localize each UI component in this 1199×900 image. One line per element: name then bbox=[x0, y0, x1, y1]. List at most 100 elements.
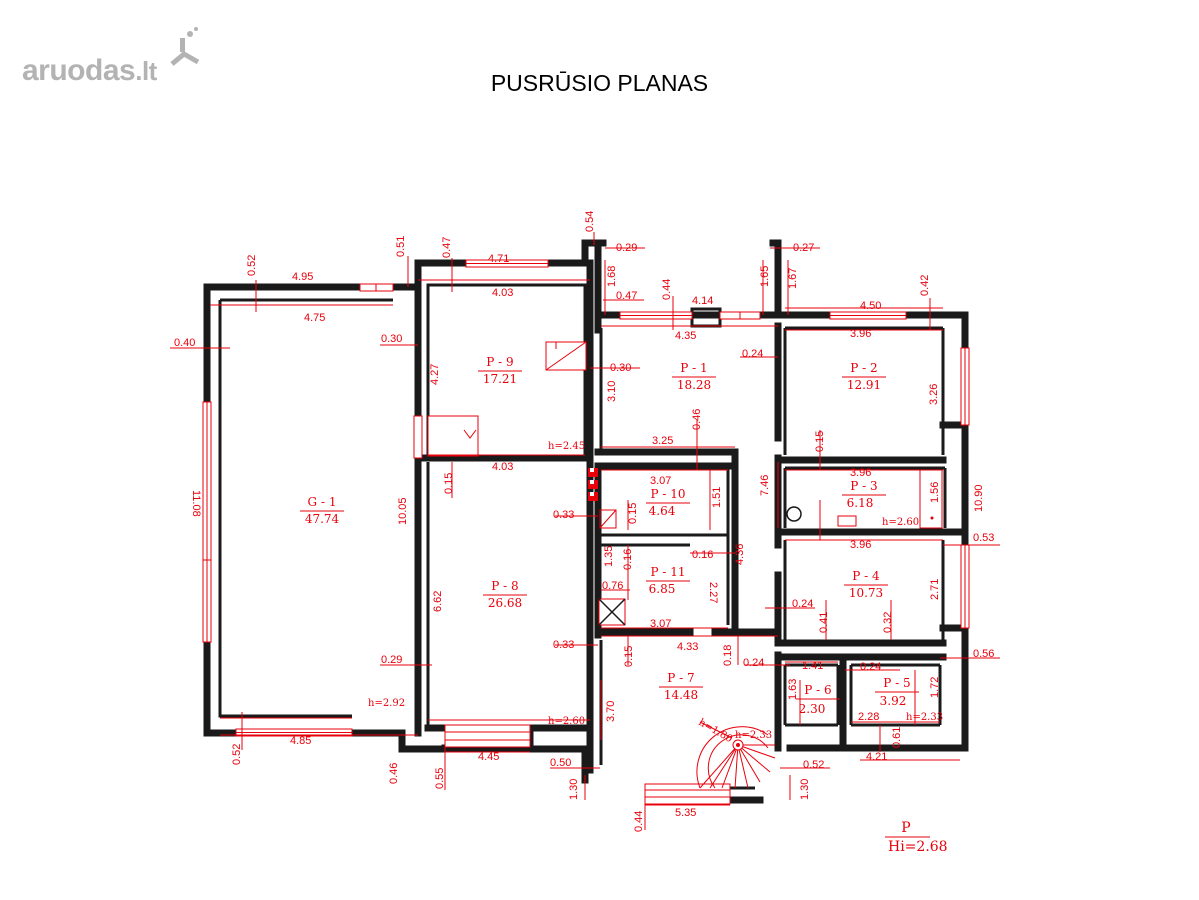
dim-label: 0.42 bbox=[919, 275, 931, 296]
dim-label: 0.30 bbox=[610, 362, 631, 374]
windows bbox=[202, 259, 970, 805]
dim-label: 4.95 bbox=[292, 271, 313, 283]
dimension-texts: 0.52 4.95 0.51 0.47 4.71 0.54 0.29 0.27 … bbox=[174, 211, 994, 832]
logo-tld: .lt bbox=[135, 56, 157, 86]
dim-label: 4.45 bbox=[478, 751, 499, 763]
fixtures bbox=[588, 468, 943, 789]
dim-label: 0.44 bbox=[633, 811, 645, 832]
dim-label: 1.68 bbox=[606, 266, 618, 287]
dim-label: 2.71 bbox=[929, 579, 941, 600]
room-code: P - 5 bbox=[883, 676, 910, 690]
dim-label: 0.53 bbox=[973, 532, 994, 544]
legend: P Hi=2.68 bbox=[885, 820, 948, 855]
room-area: 26.68 bbox=[488, 596, 522, 610]
dim-label: 4.33 bbox=[677, 641, 698, 653]
dim-label: 4.50 bbox=[860, 300, 881, 312]
room-labels: G - 1 47.74 P - 9 17.21 P - 1 18.28 P - … bbox=[300, 355, 919, 716]
dim-label: 1.41 bbox=[802, 660, 823, 672]
dim-label: 0.50 bbox=[550, 757, 571, 769]
room-code: P - 9 bbox=[486, 355, 513, 369]
room-code: P - 11 bbox=[650, 565, 685, 579]
room-code: P - 7 bbox=[667, 671, 694, 685]
dim-label: 3.25 bbox=[652, 435, 673, 447]
dim-label: 0.47 bbox=[616, 290, 637, 302]
dim-label: 4.27 bbox=[429, 364, 441, 385]
legend-letter: P bbox=[901, 820, 910, 836]
dim-label: 0.52 bbox=[231, 744, 243, 765]
dim-label: 0.29 bbox=[616, 242, 637, 254]
dim-label: 3.07 bbox=[650, 618, 671, 630]
dim-label: 2.27 bbox=[707, 582, 719, 603]
room-code: P - 8 bbox=[491, 579, 518, 593]
dim-label: 7.46 bbox=[759, 475, 771, 496]
room-area: 2.30 bbox=[799, 702, 826, 716]
dim-label: 0.16 bbox=[622, 549, 634, 570]
room-area: 12.91 bbox=[847, 378, 881, 392]
height-label: h=2.33 bbox=[735, 730, 772, 741]
spiral-stair bbox=[696, 721, 776, 789]
room-code: P - 2 bbox=[850, 361, 877, 375]
dim-label: 0.18 bbox=[722, 645, 734, 666]
dim-label: 3.10 bbox=[606, 381, 618, 402]
dim-label: 0.30 bbox=[381, 333, 402, 345]
aruodas-logo: aruodas.lt bbox=[22, 24, 212, 94]
dim-label: 1.72 bbox=[929, 677, 941, 698]
dim-label: 3.07 bbox=[650, 475, 671, 487]
height-label: h=2.92 bbox=[368, 698, 405, 709]
dim-label: 0.15 bbox=[814, 431, 826, 452]
dim-label: 0.32 bbox=[882, 612, 894, 633]
dim-label: 1.51 bbox=[711, 487, 723, 508]
dim-label: 0.47 bbox=[441, 237, 453, 258]
dim-label: 3.26 bbox=[928, 384, 940, 405]
legend-height: Hi=2.68 bbox=[888, 839, 948, 855]
dim-label: 1.63 bbox=[787, 679, 799, 700]
room-area: 14.48 bbox=[664, 688, 698, 702]
dim-label: 1.30 bbox=[568, 779, 580, 800]
height-label: h=2.33 bbox=[906, 712, 943, 723]
dim-label: 0.46 bbox=[691, 409, 703, 430]
dim-label: 0.24 bbox=[792, 598, 813, 610]
dim-label: 0.15 bbox=[627, 503, 639, 524]
dim-label: 0.54 bbox=[584, 211, 596, 232]
room-code: P - 3 bbox=[850, 479, 877, 493]
dim-label: 4.75 bbox=[304, 312, 325, 324]
dim-label: 4.85 bbox=[290, 735, 311, 747]
room-code: P - 4 bbox=[852, 569, 880, 583]
dim-label: 4.14 bbox=[692, 295, 713, 307]
dim-label: 0.51 bbox=[395, 236, 407, 257]
dim-label: 0.16 bbox=[692, 549, 713, 561]
dim-label: 10.90 bbox=[973, 484, 985, 512]
room-area: 3.92 bbox=[880, 694, 907, 708]
dim-label: 1.30 bbox=[799, 779, 811, 800]
height-label: h=2.45 bbox=[548, 441, 585, 452]
height-label: h=2.60 bbox=[548, 716, 585, 727]
dim-label: 5.35 bbox=[675, 807, 696, 819]
room-area: 10.73 bbox=[849, 586, 883, 600]
dim-label: 3.70 bbox=[605, 701, 617, 722]
dim-label: 1.67 bbox=[787, 268, 799, 289]
dim-label: 1.35 bbox=[603, 546, 615, 567]
dim-label: 0.44 bbox=[661, 279, 673, 300]
room-code: P - 1 bbox=[680, 361, 707, 375]
dim-label: 0.55 bbox=[434, 768, 446, 789]
dim-label: 4.21 bbox=[866, 751, 887, 763]
dim-label: 0.29 bbox=[381, 654, 402, 666]
dim-label: 2.28 bbox=[858, 711, 879, 723]
room-area: 18.28 bbox=[677, 378, 711, 392]
dim-label: 0.15 bbox=[443, 473, 455, 494]
dimension-lines bbox=[170, 232, 1000, 830]
room-area: 6.85 bbox=[649, 582, 676, 596]
dim-label: 10.05 bbox=[397, 497, 409, 525]
room-code: P - 10 bbox=[650, 487, 685, 501]
dim-label: 4.35 bbox=[675, 330, 696, 342]
dim-label: 0.24 bbox=[743, 657, 764, 669]
dim-label: 3.96 bbox=[850, 467, 871, 479]
dim-label: 0.24 bbox=[860, 661, 881, 673]
house-roof-icon bbox=[170, 27, 200, 66]
dim-label: 0.40 bbox=[174, 337, 195, 349]
room-area: 4.64 bbox=[649, 504, 676, 518]
dim-label: 0.41 bbox=[818, 612, 830, 633]
dim-label: 0.56 bbox=[973, 648, 994, 660]
dim-label: 0.27 bbox=[793, 242, 814, 254]
dim-label: 3.96 bbox=[850, 328, 871, 340]
